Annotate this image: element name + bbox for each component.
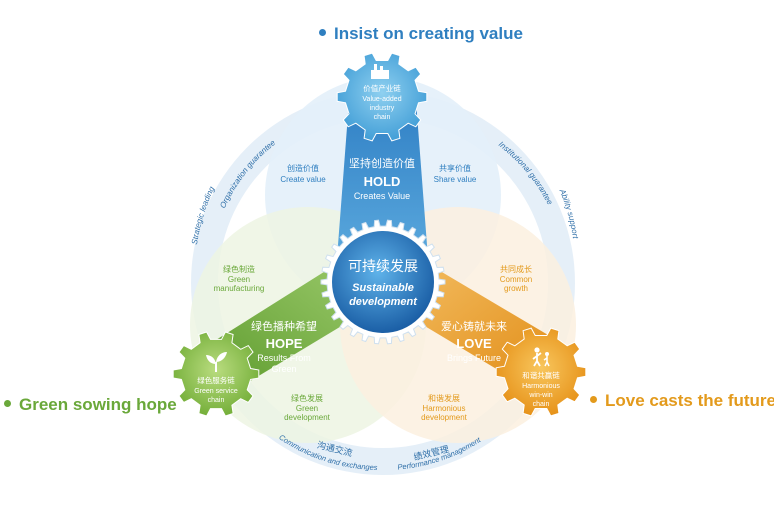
sprout-icon: [206, 352, 227, 372]
hope-sub-2: Green: [271, 364, 296, 374]
center-sphere: [332, 231, 434, 333]
gear-top-en-1: Value-added: [362, 96, 401, 103]
green-dev-en-2: development: [284, 413, 331, 422]
share-value-cn: 共享价值: [439, 163, 471, 173]
hope-cn: 绿色播种希望: [251, 319, 317, 333]
gear-right-en-1: Harmonious: [522, 383, 560, 390]
tag-insist-value: Insist on creating value: [319, 24, 523, 44]
tag-left-text: Green sowing hope: [19, 395, 177, 414]
common-growth-cn: 共同成长: [500, 264, 532, 274]
gear-left-cn: 绿色服务链: [197, 375, 235, 385]
tag-top-text: Insist on creating value: [334, 24, 523, 43]
factory-icon: [371, 64, 389, 79]
hope-sub-1: Results From: [257, 353, 311, 363]
harmonious-dev-cn: 和谐发展: [428, 393, 460, 403]
green-dev-cn: 绿色发展: [291, 393, 323, 403]
hold-arm: [337, 88, 428, 258]
bullet-icon: [319, 29, 326, 37]
gear-right-cn: 和谐共赢链: [522, 370, 560, 380]
create-value-cn: 创造价值: [287, 163, 319, 173]
green-mfg-en-2: manufacturing: [214, 284, 265, 293]
gear-top-en-3: chain: [374, 114, 391, 121]
win-win-gear-icon: [495, 327, 587, 417]
green-service-gear-icon: [172, 331, 260, 417]
green-mfg-en-1: Green: [228, 275, 250, 284]
bullet-icon: [590, 396, 597, 404]
center-en-1: Sustainable: [352, 282, 414, 294]
gear-right-en-2: win-win: [528, 392, 552, 399]
gear-left-en-2: chain: [208, 397, 225, 404]
love-cn: 爱心铸就未来: [441, 319, 507, 333]
harmonious-dev-en-2: development: [421, 413, 468, 422]
hope-title: HOPE: [266, 336, 303, 351]
bullet-icon: [4, 400, 11, 408]
gear-top-cn: 价值产业链: [363, 83, 401, 93]
green-mfg-cn: 绿色制造: [223, 264, 255, 274]
green-dev-en-1: Green: [296, 404, 318, 413]
gear-right-en-3: chain: [533, 401, 550, 408]
hold-cn: 坚持创造价值: [349, 156, 415, 170]
create-value-en: Create value: [280, 175, 326, 184]
hold-sub: Creates Value: [354, 191, 410, 201]
share-value-en: Share value: [434, 175, 477, 184]
tag-right-text: Love casts the future: [605, 391, 774, 410]
tag-love-future: Love casts the future: [590, 391, 774, 411]
love-title: LOVE: [456, 336, 492, 351]
hold-title: HOLD: [364, 174, 401, 189]
gear-top-en-2: industry: [370, 105, 395, 112]
harmonious-dev-en-1: Harmonious: [422, 404, 465, 413]
tag-green-hope: Green sowing hope: [4, 395, 177, 415]
gear-left-en-1: Green service: [194, 388, 238, 395]
love-sub: Brings Future: [447, 353, 501, 363]
center-cn: 可持续发展: [348, 258, 418, 274]
common-growth-en-2: growth: [504, 284, 528, 293]
value-chain-gear-icon: [336, 52, 428, 142]
people-icon: [532, 347, 550, 367]
common-growth-en-1: Common: [500, 275, 532, 284]
center-en-2: development: [349, 296, 418, 308]
